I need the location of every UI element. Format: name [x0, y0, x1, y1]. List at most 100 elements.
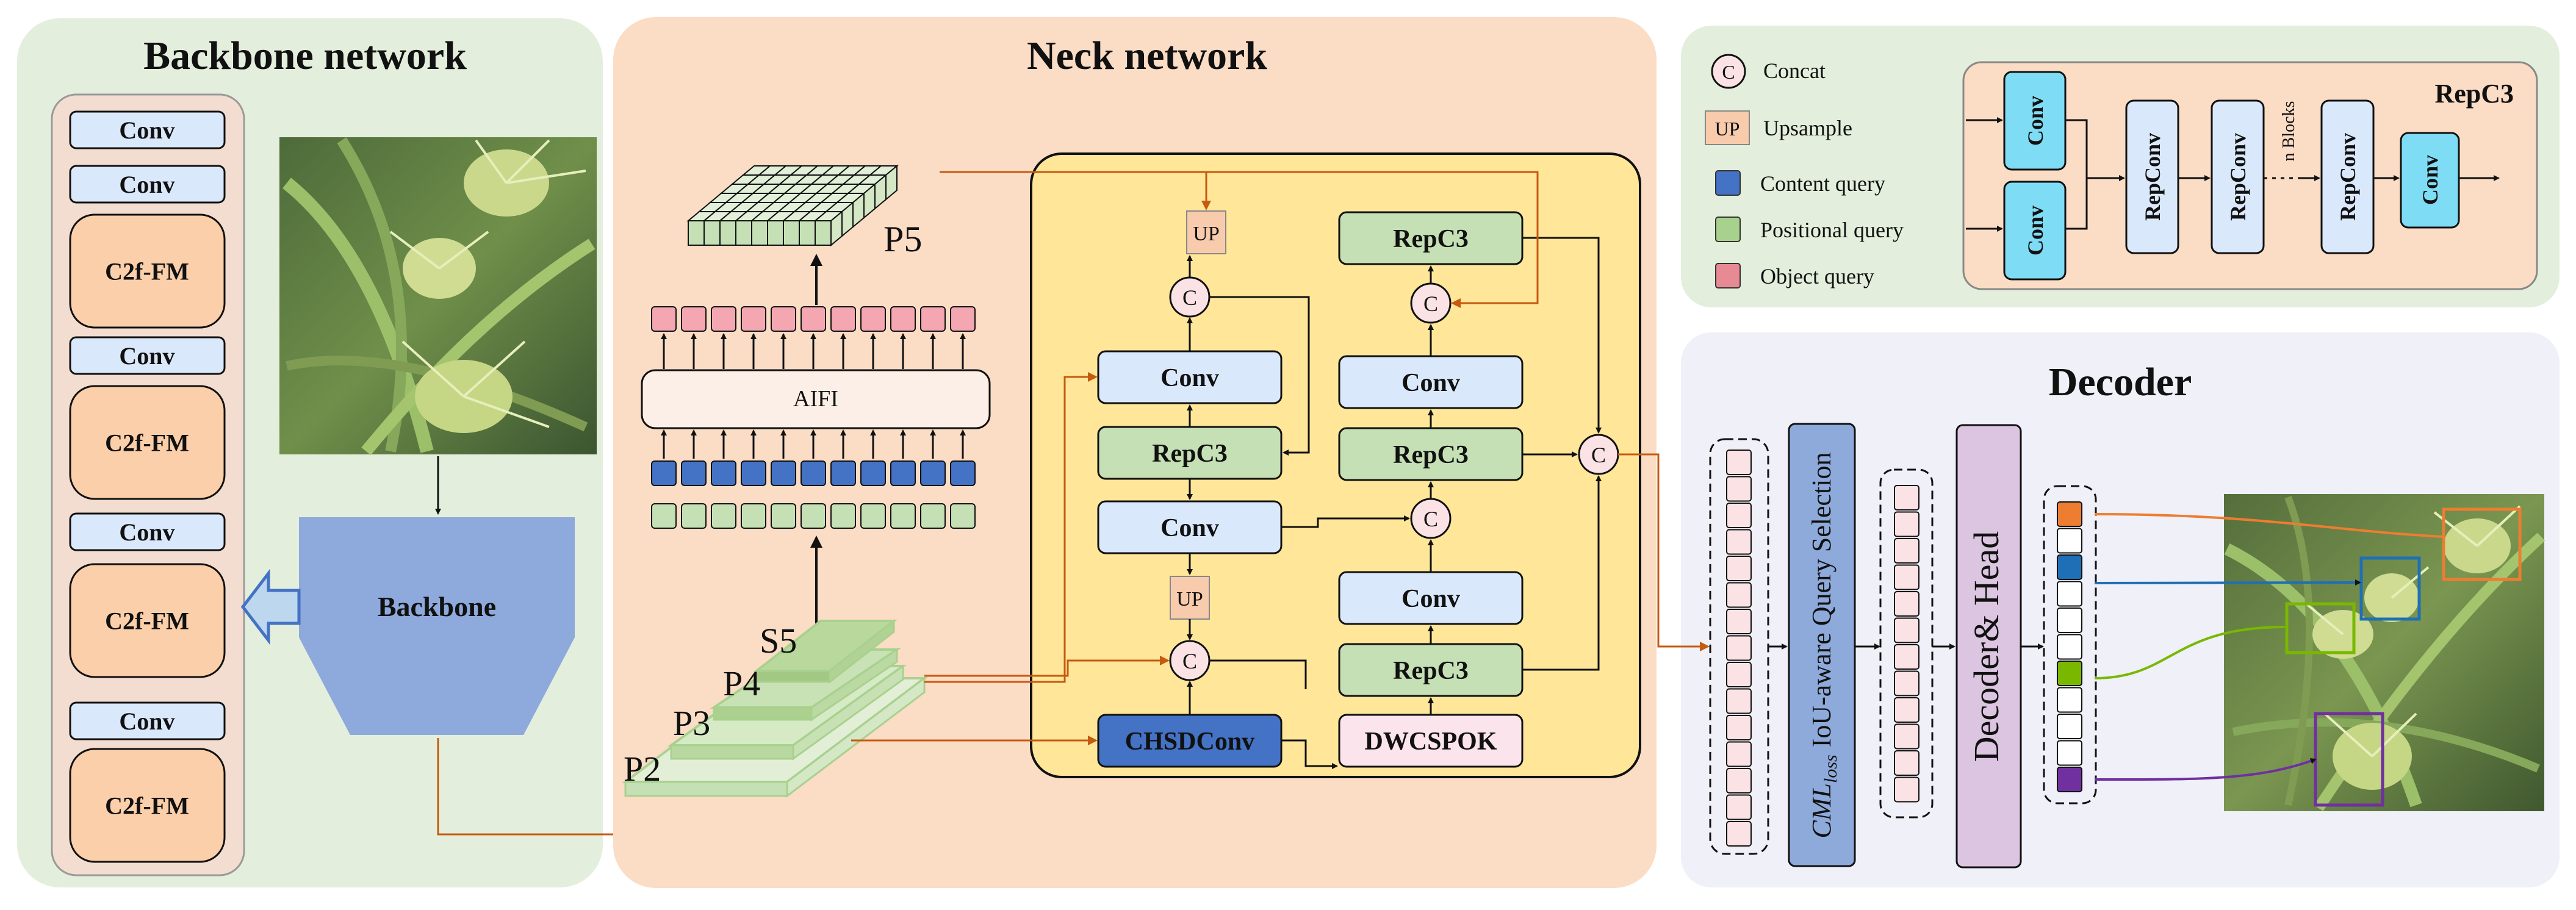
- neck-dwcspok-label: DWCSPOK: [1364, 728, 1497, 756]
- green-row-token: [741, 503, 766, 529]
- blue-row-token: [890, 460, 916, 486]
- neck-connectors: [1187, 237, 1602, 769]
- legend-label-1: Content query: [1760, 171, 1885, 196]
- neck-chsdconv-label: CHSDConv: [1125, 728, 1254, 756]
- repc3-repconv-2-label: RepConv: [2226, 133, 2250, 221]
- legend-upsample-icon: [1705, 110, 1750, 145]
- blue-row-token: [681, 460, 707, 486]
- pink-row-token: [860, 306, 886, 332]
- legend-swatch-2: [1715, 217, 1741, 242]
- query-column-2: [1879, 468, 1934, 819]
- blue-row-token: [860, 460, 886, 486]
- blue-row-token: [711, 460, 736, 486]
- backbone-shape: [299, 517, 575, 735]
- pink-row-token: [920, 306, 946, 332]
- query-selection-block: [1788, 423, 1856, 867]
- backbone-panel: Backbone network ConvConvC2f-FMConvC2f-F…: [17, 18, 755, 887]
- upsample-top-label: UP: [1193, 223, 1219, 245]
- legend-swatch-1: [1715, 170, 1741, 196]
- green-row-token: [681, 503, 707, 529]
- dec-col2-cell: [1894, 564, 1919, 590]
- backbone-block-6: [69, 512, 226, 551]
- repc3-conv-out-label: Conv: [2418, 155, 2442, 205]
- pink-row-token: [950, 306, 976, 332]
- neck-repc3-left-label: RepC3: [1152, 440, 1228, 468]
- backbone-block-8: [69, 701, 226, 740]
- p5-grid-front-cell: [719, 220, 736, 246]
- backbone-block-9-label: C2f-FM: [105, 792, 189, 820]
- backbone-block-4: [69, 336, 226, 375]
- feature-pyramid: [622, 618, 928, 798]
- query-column-1-cells: [1726, 450, 1752, 847]
- output-query-column: [2043, 485, 2097, 804]
- query-selection-main: IoU-aware Query Selection: [1807, 453, 1837, 748]
- dec-col3-cell: [2057, 581, 2082, 607]
- pink-row-token: [681, 306, 707, 332]
- repc3-conv-a-label: Conv: [2023, 96, 2048, 146]
- neck-panel: Neck network P5 AIFI: [613, 17, 1657, 888]
- object-query-row: [651, 306, 976, 332]
- neck-repc3-right-2-label: RepC3: [1393, 441, 1469, 469]
- backbone-block-6-label: Conv: [119, 518, 174, 546]
- dec-col3-cell: [2057, 634, 2082, 660]
- query-column-2-cells: [1894, 485, 1919, 803]
- p5-grid-front-cell: [735, 220, 752, 246]
- dec-col2-cell: [1894, 485, 1919, 511]
- p5-grid-side-cell: [885, 164, 898, 201]
- dec-col1-cell: [1726, 768, 1752, 794]
- upsample-bottom: [1170, 576, 1210, 620]
- neck-conv-right-1-label: Conv: [1401, 369, 1460, 397]
- aifi-input-arrows: [661, 429, 966, 459]
- pink-row-token: [801, 306, 826, 332]
- decoder-title: Decoder: [2049, 360, 2192, 404]
- pink-row-token: [771, 306, 796, 332]
- detection-box-green: [2285, 602, 2356, 654]
- backbone-block-8-label: Conv: [119, 708, 174, 735]
- dec-col1-cell: [1726, 794, 1752, 820]
- green-row-token: [771, 503, 796, 529]
- detection-box-blue: [2359, 556, 2421, 621]
- blue-row-token: [920, 460, 946, 486]
- neck-repc3-right-1-label: RepC3: [1393, 225, 1469, 253]
- legend-upsample-label: Upsample: [1763, 116, 1852, 140]
- upsample-top: [1186, 210, 1226, 254]
- backbone-block-5-label: C2f-FM: [105, 429, 189, 457]
- green-row-token: [920, 503, 946, 529]
- output-query-cells: [2057, 501, 2082, 792]
- green-row-token: [890, 503, 916, 529]
- concat-left-top-label: C: [1182, 285, 1197, 310]
- p5-label: P5: [883, 219, 922, 259]
- upsample-bottom-label: UP: [1176, 588, 1203, 611]
- concat-right-mid-label: C: [1423, 507, 1438, 531]
- green-row-token: [711, 503, 736, 529]
- aifi-block: [641, 369, 991, 429]
- legend-label-2: Positional query: [1760, 218, 1904, 242]
- dec-col2-cell: [1894, 776, 1919, 803]
- repc3-repconv-1-label: RepConv: [2140, 133, 2165, 221]
- dec-col3-cell: [2057, 740, 2082, 766]
- p5-grid-front-cell: [783, 220, 800, 246]
- repc3-connectors: [1966, 117, 2500, 232]
- input-image: [279, 137, 597, 456]
- legend-panel: C Concat UP Upsample Content queryPositi…: [1681, 26, 2560, 307]
- dec-col1-cell: [1726, 529, 1752, 555]
- dec-col3-cell: [2057, 554, 2082, 580]
- backbone-block-7-label: C2f-FM: [105, 607, 189, 635]
- neck-conv-right-2-label: Conv: [1401, 585, 1460, 613]
- dec-col3-cell: [2057, 607, 2082, 633]
- p5-grid-front-cell: [815, 220, 832, 246]
- blue-row-token: [741, 460, 766, 486]
- concat-left-bottom-label: C: [1182, 649, 1197, 673]
- dec-col1-cell: [1726, 715, 1752, 740]
- dec-col2-cell: [1894, 670, 1919, 697]
- dec-col1-cell: [1726, 556, 1752, 581]
- blue-row-token: [651, 460, 677, 486]
- repc3-repconv-3-label: RepConv: [2336, 133, 2360, 221]
- content-query-row: [651, 460, 976, 486]
- legend-label-3: Object query: [1760, 264, 1874, 288]
- dec-col2-cell: [1894, 591, 1919, 617]
- repc3-repconv-1: [2125, 99, 2179, 254]
- green-row-token: [801, 503, 826, 529]
- dec-col1-cell: [1726, 635, 1752, 661]
